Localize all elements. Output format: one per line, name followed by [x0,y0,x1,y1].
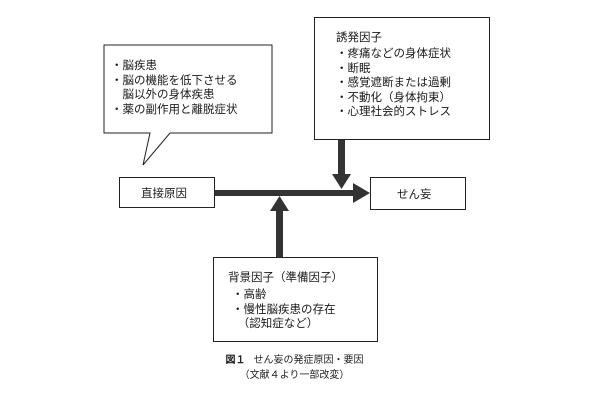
direct-cause-list: ・脳疾患 ・脳の機能を低下させる 脳以外の身体疾患 ・薬の副作用と離脱症状 [111,58,238,116]
background-factor-item: ・慢性脳疾患の存在 [232,301,336,316]
direct-cause-item: 脳以外の身体疾患 [111,87,215,101]
delirium-box: せん妄 [370,177,466,210]
trigger-arrow-line [338,140,345,175]
figure-number: 図１ [225,355,246,366]
figure-title: せん妄の発症原因・要因 [253,355,364,366]
trigger-factor-item: ・心理社会的ストレス [336,104,451,118]
direct-cause-item: ・薬の副作用と離脱症状 [111,101,238,116]
direct-cause-box: 直接原因 [119,177,215,208]
background-factor-item: （認知症など） [232,316,319,330]
trigger-arrow-head [332,174,351,189]
background-factor-list: ・高齢 ・慢性脳疾患の存在 （認知症など） [232,287,336,331]
trigger-factor-item: ・感覚遮断または過剰 [336,75,451,89]
trigger-factor-box: 誘発因子 ・疼痛などの身体症状 ・断眠 ・感覚遮断または過剰 ・不動化（身体拘束… [314,17,490,140]
figure-source: （文献４より一部改変） [0,369,589,382]
background-factor-box: 背景因子（準備因子） ・高齢 ・慢性脳疾患の存在 （認知症など） [213,257,378,342]
background-arrow-head [270,196,289,211]
main-arrow-head [353,183,370,203]
trigger-factor-item: ・不動化（身体拘束） [336,89,451,104]
background-arrow-line [276,210,283,257]
trigger-factor-item: ・疼痛などの身体症状 [336,46,451,60]
background-factor-title: 背景因子（準備因子） [228,270,343,284]
direct-cause-item: ・脳の機能を低下させる [111,72,238,87]
figure-source-text: （文献４より一部改変） [239,370,350,381]
direct-cause-item: ・脳疾患 [111,58,157,72]
trigger-factor-item: ・断眠 [336,60,371,75]
direct-cause-label: 直接原因 [141,186,187,200]
trigger-factor-title: 誘発因子 [336,30,382,44]
background-factor-item: ・高齢 [232,287,267,301]
direct-cause-callout-shape [103,44,273,166]
delirium-label: せん妄 [397,187,432,201]
trigger-factor-list: ・疼痛などの身体症状 ・断眠 ・感覚遮断または過剰 ・不動化（身体拘束） ・心理… [336,46,451,119]
figure-caption: 図１ せん妄の発症原因・要因 [0,354,589,367]
main-arrow-line [215,190,353,196]
